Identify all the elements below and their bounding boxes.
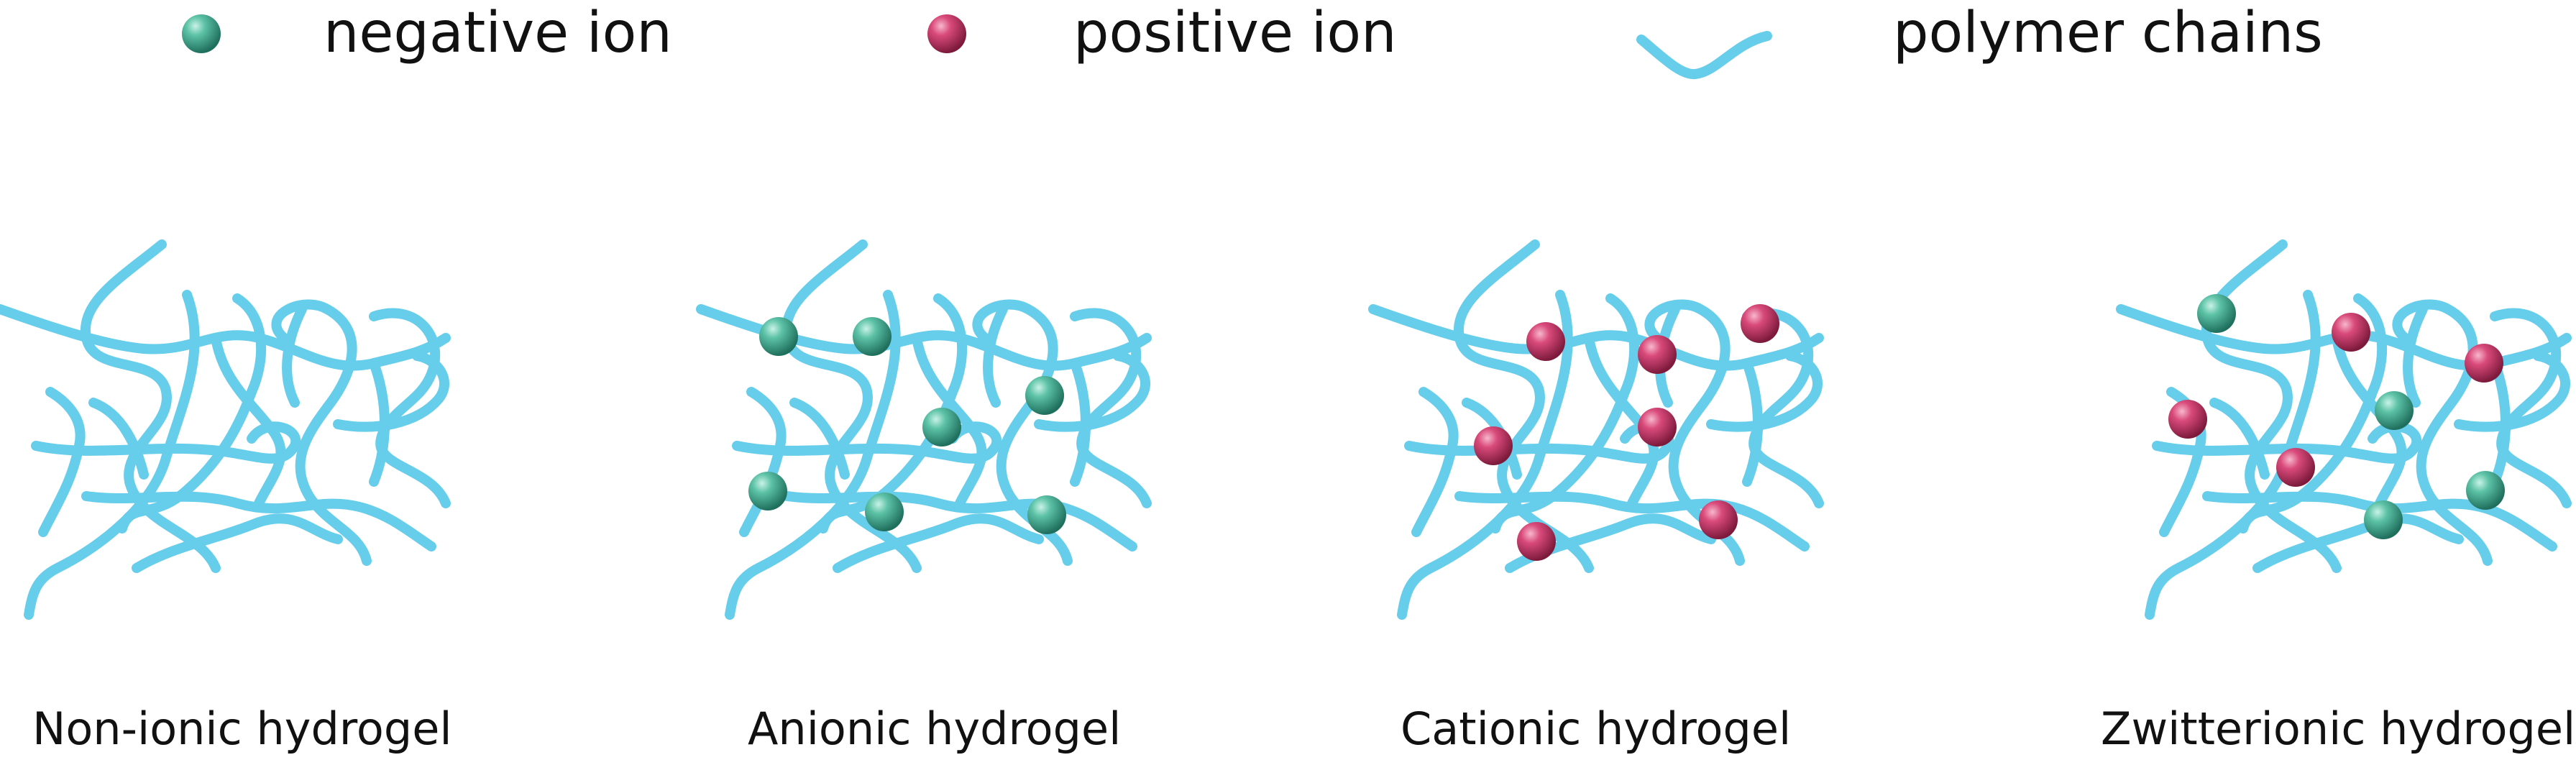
negative-ion bbox=[922, 408, 961, 447]
negative-ion bbox=[2197, 294, 2236, 333]
positive-ion bbox=[1526, 322, 1565, 361]
negative-ion bbox=[2364, 500, 2403, 539]
panel-label-nonionic: Non-ionic hydrogel bbox=[32, 702, 452, 755]
negative-ion bbox=[1025, 376, 1064, 415]
negative-ion-legend-icon bbox=[182, 14, 221, 53]
negative-ion bbox=[1027, 495, 1066, 534]
positive-ion bbox=[1474, 426, 1513, 465]
legend-label-negative-ion: negative ion bbox=[324, 1, 672, 65]
negative-ion bbox=[853, 317, 891, 356]
legend-label-positive-ion: positive ion bbox=[1073, 1, 1397, 65]
panel-cationic: Cationic hydrogel bbox=[1373, 244, 1819, 755]
positive-ion bbox=[1638, 408, 1677, 447]
positive-ion bbox=[2332, 313, 2370, 352]
polymer-chain-legend-icon bbox=[1641, 36, 1767, 74]
legend-item-positive-ion: positive ion bbox=[927, 1, 1397, 65]
negative-ion bbox=[2375, 391, 2414, 430]
positive-ion-legend-icon bbox=[927, 14, 966, 53]
negative-ion bbox=[865, 493, 904, 531]
negative-ion bbox=[2466, 471, 2505, 510]
legend-item-polymer-chains: polymer chains bbox=[1641, 1, 2323, 74]
panel-label-cationic: Cationic hydrogel bbox=[1401, 702, 1791, 755]
negative-ion bbox=[748, 472, 787, 511]
polymer-network bbox=[0, 244, 446, 615]
panel-anionic: Anionic hydrogel bbox=[701, 244, 1147, 755]
panel-label-anionic: Anionic hydrogel bbox=[748, 702, 1121, 755]
polymer-network bbox=[1373, 244, 1819, 615]
positive-ion bbox=[1699, 500, 1738, 539]
panel-label-zwitterionic: Zwitterionic hydrogel bbox=[2101, 702, 2575, 755]
panel-nonionic: Non-ionic hydrogel bbox=[0, 244, 452, 755]
legend-item-negative-ion: negative ion bbox=[182, 1, 672, 65]
legend: negative ion positive ion polymer chains bbox=[182, 1, 2323, 74]
panel-zwitterionic: Zwitterionic hydrogel bbox=[2101, 244, 2575, 755]
positive-ion bbox=[1638, 335, 1677, 374]
positive-ion bbox=[2168, 400, 2207, 439]
negative-ion bbox=[759, 317, 798, 356]
positive-ion bbox=[2465, 344, 2503, 383]
legend-label-polymer-chains: polymer chains bbox=[1893, 1, 2323, 65]
positive-ion bbox=[1517, 522, 1556, 561]
positive-ion bbox=[2276, 448, 2315, 487]
positive-ion bbox=[1741, 304, 1779, 343]
